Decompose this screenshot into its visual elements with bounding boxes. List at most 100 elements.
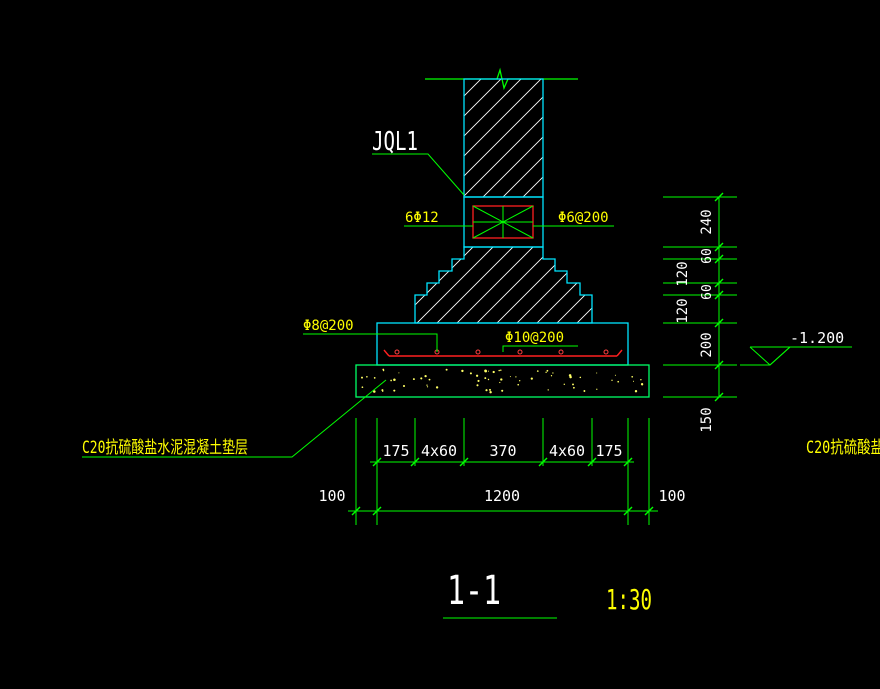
cushion-speckle [530,377,533,380]
cushion-speckle [634,390,638,393]
cushion-speckle [382,368,385,371]
dim-h-4x60-left: 4x60 [421,442,457,460]
cushion-speckle [487,370,489,372]
cushion-speckle [515,376,517,378]
cushion-speckle [632,380,635,382]
cushion-speckle [641,384,643,386]
bar-left-leader [303,333,438,352]
cushion-speckle [573,386,575,389]
cushion-speckle [461,369,464,373]
cushion-speckle [596,388,598,390]
elevation-leader [740,346,852,366]
cushion-speckle [469,372,472,375]
dim-v-120-lower: 120 [675,298,691,323]
stepped-footing [414,246,593,324]
cushion-speckle [572,383,574,386]
dim-offset-right: 100 [658,487,685,505]
cushion-speckle [426,384,428,386]
dim-h-370: 370 [489,442,516,460]
cushion-speckle [477,379,480,382]
cushion-speckle [484,369,487,373]
dim-h-175-right: 175 [595,442,622,460]
cushion-speckle [475,374,479,377]
cushion-speckle [509,376,511,378]
cushion-speckle [382,390,384,392]
rc-footing-slab [376,322,629,366]
cushion-speckle [583,390,586,392]
cushion-speckle [500,369,502,371]
cushion-speckle [489,388,491,391]
dim-h-175-left: 175 [382,442,409,460]
cushion-speckle [402,384,406,388]
cushion-speckle [536,370,539,372]
cushion-speckle [487,378,490,381]
cushion-speckle [501,389,504,392]
cushion-speckle [640,379,642,381]
footing-bottom-rebar [383,349,623,357]
bottom-bar-left-label: Φ8@200 [303,318,354,334]
cushion-speckle [390,379,392,382]
horizontal-dimensions [348,418,658,525]
cushion-speckle [361,376,363,379]
dim-v-150: 150 [699,407,715,432]
dim-overall-width: 1200 [484,487,520,505]
cushion-speckle [393,389,396,392]
cushion-speckle [517,383,520,386]
dim-offset-left: 100 [318,487,345,505]
dim-h-4x60-right: 4x60 [549,442,585,460]
cushion-speckle [631,375,634,378]
dim-v-60-upper: 60 [700,248,715,264]
dim-v-200: 200 [699,332,715,357]
cushion-speckle [489,390,492,394]
dim-v-120-upper: 120 [675,261,691,286]
cushion-speckle [366,376,368,378]
cushion-speckle [426,386,429,388]
cushion-speckle [373,377,376,379]
beam-stirrup-label: Φ6@200 [558,210,609,226]
bottom-bar-right-label: Φ10@200 [505,330,564,346]
section-title: 1-1 [447,568,501,614]
cushion-leader [82,379,387,458]
cushion-speckle [579,376,582,379]
cushion-speckle [382,369,385,372]
cushion-speckle [546,369,549,372]
beam-tag-label: JQL1 [372,127,418,157]
cushion-layer [355,364,650,398]
cushion-speckle [563,383,566,386]
wall-column [463,78,544,198]
scale-label: 1:30 [606,583,652,616]
beam-main-bar-label: 6Φ12 [405,210,439,226]
cushion-speckle [424,374,427,378]
elevation-label: -1.200 [790,329,844,347]
cushion-speckle [361,386,364,389]
dim-v-60-lower: 60 [700,284,715,300]
cushion-speckle [519,380,521,382]
cushion-speckle [373,390,376,393]
jql1-leader [372,153,465,196]
structure [376,67,629,366]
cushion-speckle [611,379,613,381]
cushion-speckle [476,384,479,387]
leaders [82,153,852,458]
cushion-speckle [569,375,572,379]
vertical-dimensions [663,192,737,402]
cushion-note-right: C20抗硫酸盐 [806,438,880,458]
cushion-speckle [545,371,547,373]
cushion-speckle [428,378,431,381]
elevation-mark [749,346,792,366]
cushion-speckle [445,368,448,371]
cushion-speckle [550,375,553,377]
cushion-speckle [420,377,423,380]
cushion-speckle [547,389,549,391]
cushion-speckle [617,380,620,383]
cushion-speckle [484,377,487,380]
cushion-speckle [412,378,415,381]
cushion-speckle [552,372,554,374]
cushion-speckle [596,372,598,374]
cushion-speckle [500,378,503,381]
cushion-speckle [614,374,616,376]
bar-right-leader [502,345,578,352]
cushion-speckle [398,372,400,374]
dim-v-240: 240 [699,209,715,234]
